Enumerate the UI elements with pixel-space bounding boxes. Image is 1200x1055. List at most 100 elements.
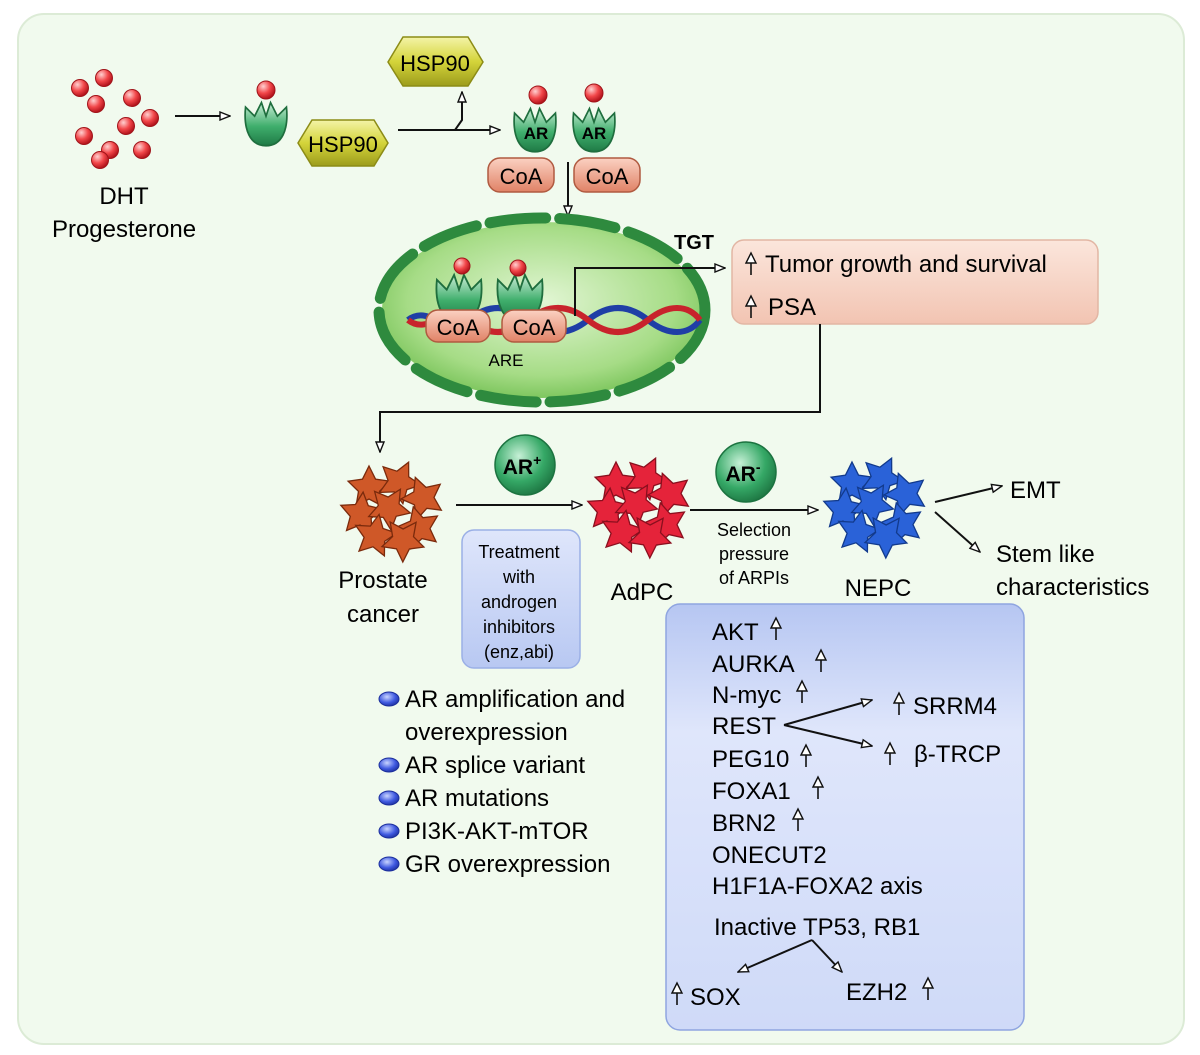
factor-brn2: BRN2 bbox=[712, 810, 776, 837]
bullet-icon bbox=[378, 757, 400, 773]
nepc-factors-box bbox=[665, 603, 1025, 1031]
up-arrow-icon bbox=[769, 616, 783, 640]
up-arrow-icon bbox=[670, 981, 684, 1005]
ligand-dot bbox=[87, 95, 105, 113]
selection-line: of ARPIs bbox=[719, 568, 789, 588]
nuclear-envelope bbox=[373, 212, 711, 408]
prostate-cancer-cluster bbox=[339, 460, 443, 564]
arrow-rest-to-srrm4 bbox=[783, 700, 872, 726]
up-arrow-icon bbox=[799, 743, 813, 767]
factor-btrcp: β-TRCP bbox=[914, 741, 1001, 768]
hsp90-bound-shape bbox=[297, 119, 389, 167]
outcome-tumor-growth: Tumor growth and survival bbox=[765, 251, 1047, 278]
hsp90-released-shape bbox=[387, 36, 484, 87]
factor-rest: REST bbox=[712, 713, 776, 740]
ligand-dot bbox=[117, 117, 135, 135]
ligand-dot-left bbox=[528, 85, 548, 105]
nepc-cluster bbox=[822, 456, 926, 560]
factor-srrm4: SRRM4 bbox=[913, 693, 997, 720]
ligand-dots bbox=[71, 69, 159, 169]
ligand-dot bbox=[71, 79, 89, 97]
factor-nmyc: N-myc bbox=[712, 682, 781, 709]
treatment-line: (enz,abi) bbox=[484, 642, 554, 662]
cell-star bbox=[882, 472, 926, 517]
nucleus-coa-left bbox=[425, 309, 491, 343]
ar-positive-ball bbox=[494, 434, 556, 496]
nucleus-ligand-right bbox=[509, 259, 527, 277]
cell-star bbox=[399, 476, 443, 521]
factor-sox: SOX bbox=[690, 984, 741, 1011]
ligand-dot bbox=[95, 69, 113, 87]
treatment-line: androgen bbox=[481, 592, 557, 612]
resistance-item: AR amplification and bbox=[405, 686, 625, 713]
hsp90-released-label: HSP90 bbox=[400, 51, 470, 76]
hsp90-bound-label: HSP90 bbox=[308, 132, 378, 157]
up-arrow-icon bbox=[795, 679, 809, 703]
nucleus: CoA CoA ARE bbox=[373, 212, 711, 408]
bullet-icon bbox=[378, 856, 400, 872]
factor-hif1a: H1F1A-FOXA2 axis bbox=[712, 873, 923, 900]
ar-label-right: AR bbox=[582, 124, 607, 143]
stem-label-line1: Stem like bbox=[996, 541, 1095, 568]
ligand-label-progesterone: Progesterone bbox=[52, 216, 196, 243]
factor-onecut2: ONECUT2 bbox=[712, 842, 827, 869]
nucleus-coa-label-right: CoA bbox=[513, 315, 556, 340]
up-arrow-icon bbox=[892, 691, 906, 715]
resistance-item: GR overexpression bbox=[405, 851, 610, 878]
arrow-outcome-to-cancer bbox=[380, 324, 821, 452]
coa-label-left: CoA bbox=[500, 164, 543, 189]
up-arrow-icon bbox=[814, 648, 828, 672]
nucleus-coa-right bbox=[501, 309, 567, 343]
resistance-item: AR mutations bbox=[405, 785, 549, 812]
emt-label: EMT bbox=[1010, 477, 1061, 504]
bullet-icon bbox=[378, 691, 400, 707]
nucleus-coa-label-left: CoA bbox=[437, 315, 480, 340]
ligand-dot bbox=[91, 151, 109, 169]
arrow-inactive-to-sox bbox=[738, 939, 813, 973]
prostate-cancer-label-line1: Prostate bbox=[338, 567, 427, 594]
outcome-box bbox=[731, 239, 1099, 325]
nucleus-ligand-left bbox=[453, 257, 471, 275]
resistance-list: AR amplification and overexpression AR spl… bbox=[378, 686, 625, 878]
treatment-line: with bbox=[502, 567, 535, 587]
factor-peg10: PEG10 bbox=[712, 746, 789, 773]
arrow-hsp90-release bbox=[454, 92, 462, 131]
selection-line: Selection bbox=[717, 520, 791, 540]
treatment-line: inhibitors bbox=[483, 617, 555, 637]
factor-inactive: Inactive TP53, RB1 bbox=[714, 914, 920, 941]
up-arrow-icon bbox=[791, 807, 805, 831]
tgt-label: TGT bbox=[674, 232, 714, 254]
resistance-item: PI3K-AKT-mTOR bbox=[405, 818, 589, 845]
adpc-cluster bbox=[586, 456, 690, 560]
ligand-dot-right bbox=[584, 83, 604, 103]
outcome-psa: PSA bbox=[768, 294, 816, 321]
ar-negative-ball bbox=[715, 441, 777, 503]
cell-star bbox=[627, 516, 673, 560]
treatment-line: Treatment bbox=[478, 542, 559, 562]
ar-negative-label: AR- bbox=[725, 459, 760, 486]
cell-star bbox=[646, 472, 690, 517]
ligand-dot bbox=[75, 127, 93, 145]
ligand-bound-dot bbox=[256, 80, 276, 100]
selection-line: pressure bbox=[719, 544, 789, 564]
up-arrow-icon bbox=[921, 976, 935, 1000]
arrow-transcription bbox=[574, 268, 725, 316]
ligand-dot bbox=[123, 89, 141, 107]
ar-dimer: AR AR CoA CoA bbox=[487, 83, 641, 193]
prostate-cancer-label-line2: cancer bbox=[347, 601, 419, 628]
are-label: ARE bbox=[489, 351, 524, 370]
coa-label-right: CoA bbox=[586, 164, 629, 189]
nepc-label: NEPC bbox=[845, 575, 912, 602]
treatment-box bbox=[461, 529, 581, 669]
factor-ezh2: EZH2 bbox=[846, 979, 907, 1006]
arrow-nepc-to-emt bbox=[934, 486, 1002, 503]
coa-shape-left bbox=[487, 157, 555, 193]
factor-aurka: AURKA bbox=[712, 651, 795, 678]
ar-label-left: AR bbox=[524, 124, 549, 143]
resistance-item: AR splice variant bbox=[405, 752, 585, 779]
cell-star bbox=[863, 516, 909, 560]
ligand-label-dht: DHT bbox=[99, 183, 149, 210]
adpc-label: AdPC bbox=[611, 579, 674, 606]
resistance-item: overexpression bbox=[405, 719, 568, 746]
